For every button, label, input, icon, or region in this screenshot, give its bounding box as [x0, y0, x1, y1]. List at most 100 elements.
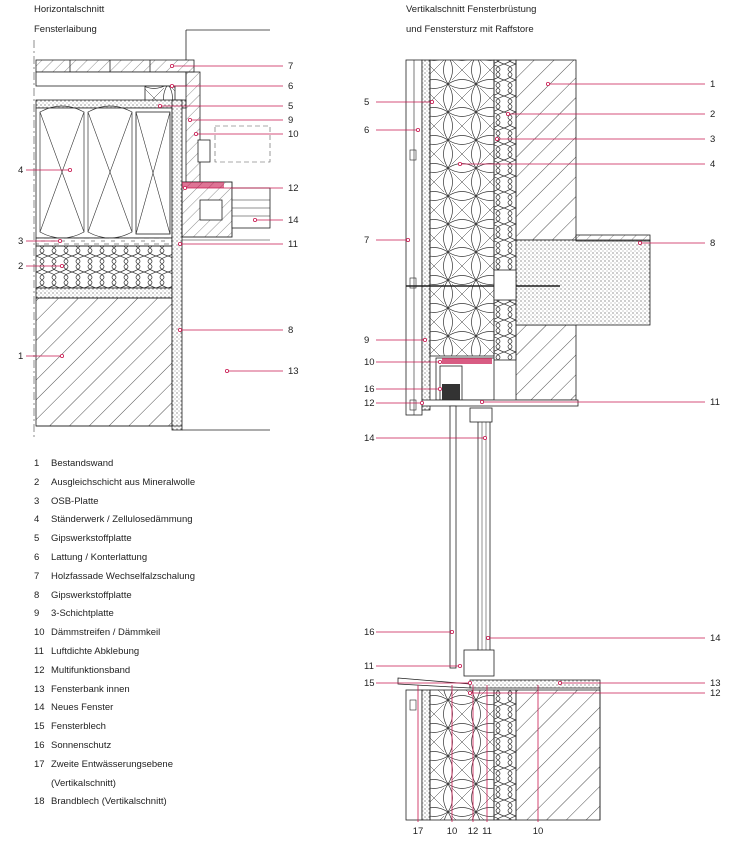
horizontal-section — [33, 29, 271, 440]
callout-label: 17 — [413, 826, 424, 837]
legend-text: Lattung / Konterlattung — [51, 551, 148, 563]
h-cellulose-insulation — [35, 107, 173, 239]
callout-label: 5 — [364, 97, 369, 108]
callout-label: 11 — [482, 826, 492, 837]
callout-dot — [437, 386, 442, 391]
callout-dot — [157, 104, 162, 109]
callout-dot — [429, 100, 434, 105]
legend-number: 5 — [34, 533, 40, 545]
callout-dot — [449, 630, 454, 635]
callout-label: 3 — [18, 236, 23, 247]
callout-label: 11 — [288, 239, 298, 250]
legend-text: Dämmstreifen / Dämmkeil — [51, 627, 161, 639]
legend-text: Bestandswand — [51, 458, 114, 469]
callout-dot — [182, 185, 187, 190]
legend-number: 16 — [34, 739, 45, 751]
callout-label: 15 — [364, 678, 375, 689]
callout-dot — [252, 217, 257, 222]
legend-number: 9 — [34, 608, 40, 620]
legend-item: 8 Gipswerkstoffplatte — [34, 587, 195, 606]
callout-dot — [505, 112, 510, 117]
callout-dot — [193, 131, 198, 136]
callout-label: 16 — [364, 384, 375, 395]
legend-number: 6 — [34, 551, 40, 563]
legend-item: 17 Zweite Entwässerungsebene — [34, 756, 195, 775]
callout-dot — [457, 161, 462, 166]
h-reveal-board — [171, 99, 183, 431]
callout-dot — [405, 237, 410, 242]
legend-number: 1 — [34, 458, 40, 469]
legend-item: 1 Bestandswand — [34, 455, 195, 474]
callout-labels: 4321765910121411813567910161214161115123… — [18, 61, 721, 837]
legend-number: 10 — [34, 627, 45, 639]
callout-dot — [419, 400, 424, 405]
callout-label: 1 — [18, 351, 23, 362]
callout-dot — [494, 136, 499, 141]
callout-label: 14 — [288, 215, 299, 226]
callout-label: 12 — [710, 688, 721, 699]
callout-label: 11 — [710, 397, 720, 408]
legend-item: 13 Fensterbank innen — [34, 681, 195, 700]
callout-label: 6 — [364, 125, 369, 136]
legend-text: Holzfassade Wechselfalzschalung — [51, 570, 195, 582]
callout-label: 2 — [710, 109, 715, 120]
callout-label: 14 — [364, 433, 375, 444]
legend-number: 8 — [34, 589, 40, 601]
callout-dot — [479, 399, 484, 404]
legend-text: Brandblech (Vertikalschnitt) — [51, 796, 167, 808]
callout-dot — [422, 337, 427, 342]
legend-number: 17 — [34, 758, 45, 770]
callout-label: 8 — [288, 325, 293, 336]
legend-text: Fensterbank innen — [51, 683, 130, 695]
legend-number: 14 — [34, 702, 45, 714]
callout-dot — [415, 127, 420, 132]
callout-dot — [187, 118, 192, 123]
callout-dot — [467, 691, 472, 696]
callout-label: 12 — [468, 826, 479, 837]
legend-text: Zweite Entwässerungsebene — [51, 758, 173, 770]
callout-dot — [482, 435, 487, 440]
v-existing-wall — [515, 59, 577, 241]
callout-dot — [437, 359, 442, 364]
callout-dot — [60, 263, 65, 268]
callout-dot — [224, 368, 229, 373]
v-window-glass — [449, 405, 457, 669]
callout-label: 4 — [18, 165, 23, 176]
callout-label: 10 — [447, 826, 458, 837]
callout-label: 4 — [710, 159, 715, 170]
vertical-section — [397, 59, 651, 821]
callout-dot — [60, 353, 65, 358]
v-gypsum — [421, 59, 431, 411]
vertical-section-title-1: Vertikalschnitt Fensterbrüstung — [406, 4, 537, 15]
h-gypsum-board — [35, 99, 187, 109]
h-existing-wall — [35, 297, 173, 427]
callout-label: 2 — [18, 261, 23, 272]
callout-dot — [485, 636, 490, 641]
callout-dot — [68, 167, 73, 172]
callout-label: 13 — [288, 366, 299, 377]
callout-label: 7 — [364, 235, 369, 246]
callout-dot — [467, 681, 472, 686]
legend-text: (Vertikalschnitt) — [51, 777, 116, 789]
vertical-section-title-2: und Fenstersturz mit Raffstore — [406, 24, 534, 35]
horizontal-section-title-2: Fensterlaibung — [34, 24, 97, 35]
legend-number: 13 — [34, 683, 45, 695]
legend-item: 6 Lattung / Konterlattung — [34, 549, 195, 568]
callout-leaders — [26, 64, 705, 822]
legend-text: Fensterblech — [51, 721, 106, 733]
callout-label: 1 — [710, 79, 715, 90]
callout-label: 16 — [364, 627, 375, 638]
legend-text: Gipswerkstoffplatte — [51, 589, 132, 601]
legend-number: 2 — [34, 476, 40, 488]
v-cellulose — [429, 59, 495, 357]
callout-label: 10 — [533, 826, 544, 837]
